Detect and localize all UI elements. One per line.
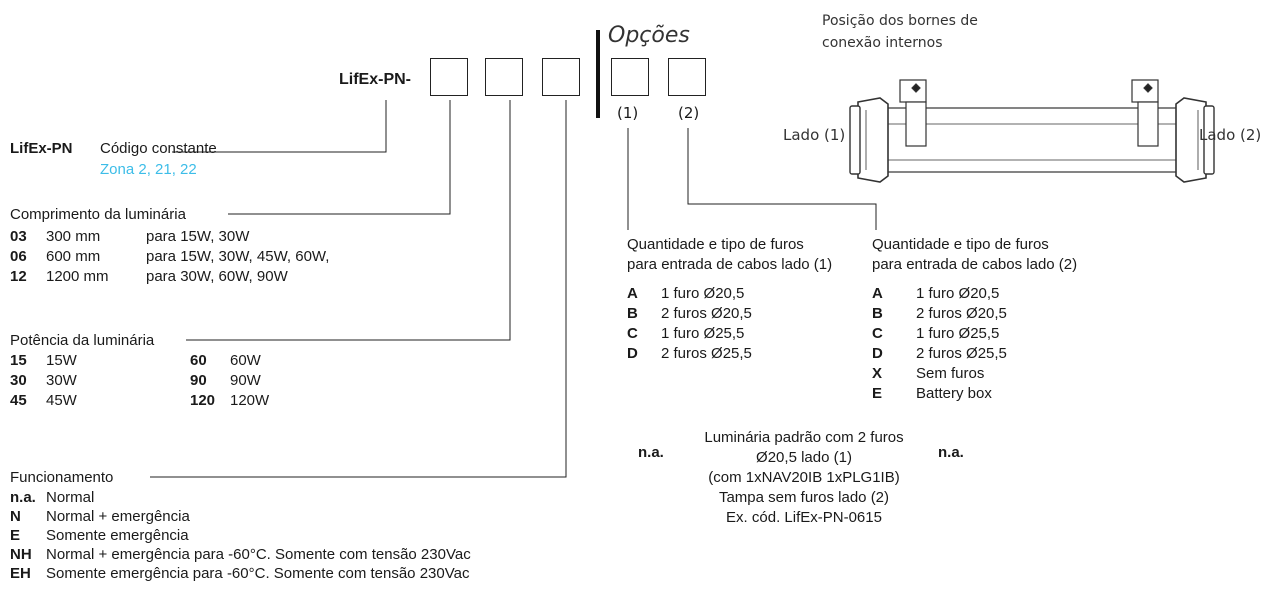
zone-classification: Zona 2, 21, 22 bbox=[100, 161, 197, 178]
code-box-length bbox=[485, 58, 523, 96]
default-note-text: Luminária padrão com 2 furos Ø20,5 lado … bbox=[704, 429, 904, 526]
connector-option-2 bbox=[687, 128, 877, 230]
side-1-title: Quantidade e tipo de furos para entrada … bbox=[627, 236, 833, 273]
default-na-right: n.a. bbox=[938, 444, 964, 461]
connector-operation bbox=[150, 100, 567, 478]
code-box-option-1 bbox=[611, 58, 649, 96]
connector-length bbox=[228, 100, 451, 215]
luminaire-drawing bbox=[849, 79, 1215, 183]
options-label: Opções bbox=[608, 23, 690, 48]
code-box-constant bbox=[430, 58, 468, 96]
terminals-label: Posição dos bornes de conexão internos bbox=[822, 13, 978, 51]
default-na-left: n.a. bbox=[638, 444, 664, 461]
length-title: Comprimento da luminária bbox=[10, 206, 186, 223]
option-2-marker: (2) bbox=[678, 104, 700, 122]
option-1-marker: (1) bbox=[617, 104, 639, 122]
connector-constant bbox=[172, 100, 387, 153]
code-box-option-2 bbox=[668, 58, 706, 96]
product-code-prefix: LifEx-PN- bbox=[339, 71, 411, 88]
operation-title: Funcionamento bbox=[10, 469, 114, 486]
power-title: Potência da luminária bbox=[10, 332, 155, 349]
side-left-label: Lado (1) bbox=[783, 126, 846, 144]
code-box-power bbox=[542, 58, 580, 96]
constant-code: LifEx-PN bbox=[10, 140, 73, 157]
connector-power bbox=[186, 100, 511, 341]
constant-code-label: Código constante bbox=[100, 140, 217, 157]
side-right-label: Lado (2) bbox=[1199, 126, 1262, 144]
side-2-title: Quantidade e tipo de furos para entrada … bbox=[872, 236, 1078, 273]
